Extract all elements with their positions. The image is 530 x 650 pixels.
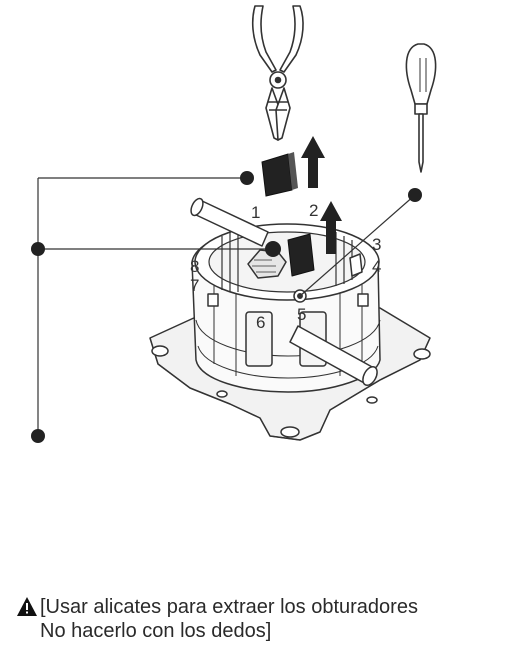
pliers-icon: [251, 5, 304, 141]
part-label-3: 3: [372, 235, 381, 254]
warning-triangle-icon: [17, 597, 37, 616]
callout-lines: [37, 177, 416, 436]
callout-dots: [31, 171, 422, 443]
socket-box: [149, 197, 431, 441]
part-label-2: 2: [309, 201, 318, 220]
caption-line-2: No hacerlo con los dedos]: [40, 620, 272, 642]
part-label-5: 5: [297, 305, 306, 324]
warning-caption: [Usar alicates para extraer los obturado…: [16, 595, 526, 643]
part-label-1: 1: [251, 203, 260, 222]
shutter-removed: [261, 152, 298, 197]
part-label-4: 4: [372, 257, 381, 276]
caption-line-1: [Usar alicates para extraer los obturado…: [40, 596, 418, 618]
screwdriver-icon: [405, 43, 437, 173]
part-label-8: 8: [190, 257, 199, 276]
installation-diagram: 1 2 3 4 5 6 7 8: [31, 5, 437, 443]
part-label-7: 7: [190, 276, 199, 295]
part-label-6: 6: [256, 313, 265, 332]
arrow-up-icon: [301, 136, 325, 188]
